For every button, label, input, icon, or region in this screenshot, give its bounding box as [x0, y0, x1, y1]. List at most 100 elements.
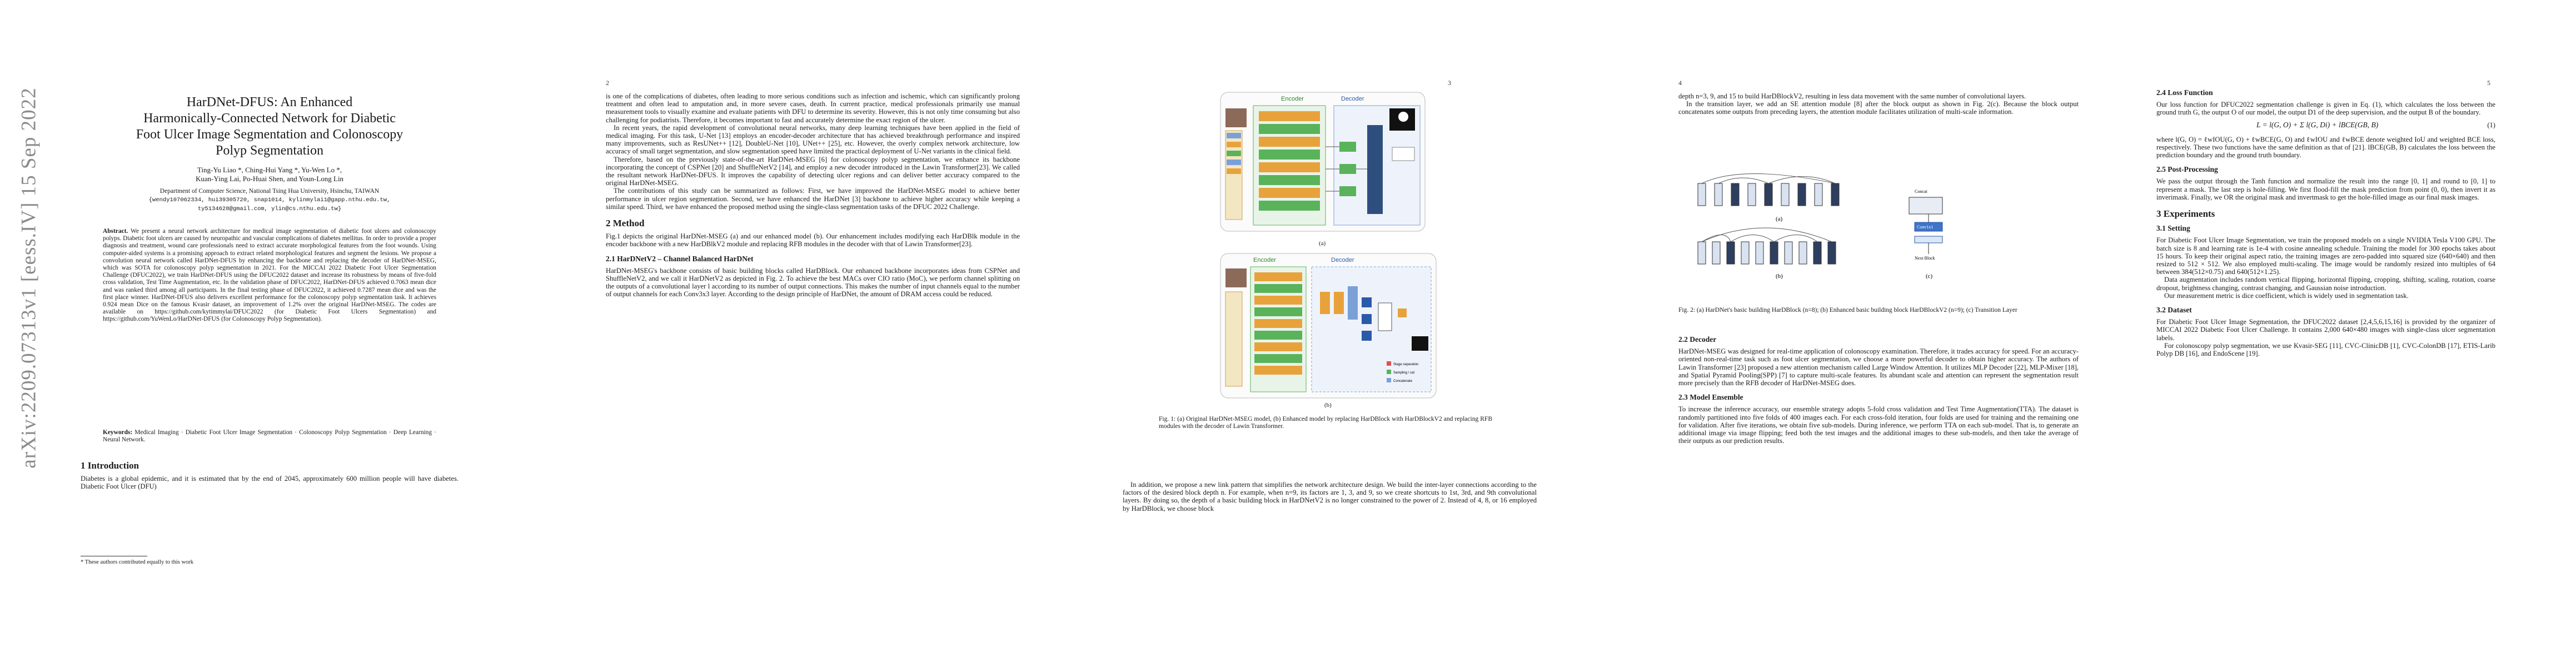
body-column: depth n=3, 9, and 15 to build HarDBlockV…: [1678, 92, 2079, 116]
subsection-heading: 2.5 Post-Processing: [2156, 165, 2218, 174]
abstract: Abstract. We present a neural network ar…: [103, 228, 436, 323]
encoder-stage: [1254, 331, 1302, 340]
paragraph: depth n=3, 9, and 15 to build HarDBlockV…: [1678, 92, 2026, 100]
title-line: Harmonically-Connected Network for Diabe…: [143, 111, 396, 126]
authors-line: Kuan-Ying Lai, Po-Huai Shen, and Youn-Lo…: [195, 175, 344, 183]
body-column: is one of the complications of diabetes,…: [606, 92, 1020, 298]
subsection-heading: 2.2 Decoder: [1678, 335, 1717, 344]
layer: [1227, 168, 1241, 174]
page-number: 2: [606, 79, 609, 87]
subsection-heading: 2.1 HarDNetV2 – Channel Balanced HarDNet: [606, 254, 754, 263]
layer: [1227, 142, 1241, 147]
body-column: 2.4 Loss Function Our loss function for …: [2156, 88, 2495, 358]
transition-layer-diagram: Concat Conv1x1 Next Block: [1909, 189, 1943, 261]
figure-2-caption: Fig. 2: (a) HarDNet's basic building Har…: [1678, 307, 2017, 313]
lawin-block: [1362, 314, 1372, 324]
paragraph: Our loss function for DFUC2022 segmentat…: [2156, 101, 2495, 117]
aggregation-block: [1367, 125, 1383, 214]
paragraph: Fig.1 depicts the original HarDNet-MSEG …: [606, 232, 1020, 248]
paragraph: In the transition layer, we add an SE at…: [1678, 100, 2079, 116]
equation-number: (1): [2487, 121, 2495, 129]
encoder-stage: [1259, 188, 1320, 198]
emails: ty5134628@gmail.com, ylin@cs.nthu.edu.tw…: [197, 206, 342, 212]
rfb-block: [1339, 186, 1356, 196]
encoder-label: Encoder: [1281, 96, 1304, 102]
figure-1a: Encoder Decoder: [1220, 92, 1426, 232]
arxiv-stamp: arXiv:2209.07313v1 [eess.IV] 15 Sep 2022: [12, 78, 46, 478]
encoder-stage: [1254, 284, 1302, 293]
encoder-stage: [1254, 307, 1302, 316]
page-5: 5 2.4 Loss Function Our loss function fo…: [2148, 0, 2576, 667]
title-line: Foot Ulcer Image Segmentation and Colono…: [136, 127, 403, 142]
rfb-block: [1339, 142, 1356, 152]
paragraph: Diabetes is a global epidemic, and it is…: [81, 475, 459, 491]
paragraph: Our measurement metric is dice coefficie…: [2164, 291, 2409, 300]
fig2b-label: (b): [1776, 273, 1783, 280]
keywords: Keywords: Medical Imaging · Diabetic Foo…: [103, 429, 436, 444]
subsection-heading: 3.2 Dataset: [2156, 306, 2192, 315]
lawin-block: [1334, 292, 1344, 314]
paragraph: where l(G, O) = ℓwIOU(G, O) + ℓwBCE(G, O…: [2156, 135, 2495, 160]
encoder-stage: [1259, 111, 1320, 121]
fig2a-label: (a): [1776, 216, 1783, 222]
section-heading: 2 Method: [606, 218, 645, 229]
subsection-heading: 2.3 Model Ensemble: [1678, 393, 1743, 402]
encoder-label: Encoder: [1253, 257, 1276, 263]
mask-blob: [1398, 112, 1408, 122]
next-block-label: Next Block: [1915, 256, 1935, 261]
footnote: * These authors contributed equally to t…: [81, 559, 194, 565]
encoder-stage: [1259, 137, 1320, 147]
title-line: Polyp Segmentation: [216, 143, 323, 158]
output-mask: [1412, 336, 1428, 351]
subsection-heading: 3.1 Setting: [2156, 224, 2190, 233]
paragraph: HarDNet-MSEG was designed for real-time …: [1678, 347, 2079, 387]
paragraph: Therefore, based on the previously state…: [606, 155, 1020, 187]
authors-line: Ting-Yu Liao *, Ching-Hui Yang *, Yu-Wen…: [197, 166, 342, 174]
paragraph: For Diabetic Foot Ulcer Image Segmentati…: [2156, 318, 2495, 342]
legend-swatch: [1387, 370, 1391, 374]
concat-label: Concat: [1915, 189, 1927, 194]
figure-1-caption: Fig. 1: (a) Original HarDNet-MSEG model,…: [1159, 416, 1492, 430]
paragraph: To increase the inference accuracy, our …: [1678, 405, 2079, 445]
decoder-region: [1311, 266, 1432, 392]
figure-2: (a) (b) Concat Conv1x1 Next Bl: [1697, 173, 1943, 280]
layer: [1227, 151, 1241, 156]
page-1: HarDNet-DFUS: An Enhanced Harmonically-C…: [81, 0, 575, 667]
emails: {wendy107062334, hui39305720, snap1014, …: [148, 197, 391, 203]
lawin-block: [1348, 286, 1358, 320]
arxiv-stamp-text: arXiv:2209.07313v1 [eess.IV] 15 Sep 2022: [17, 87, 41, 469]
paragraph: The contributions of this study can be s…: [606, 187, 1020, 211]
paragraph: Data augmentation includes random vertic…: [2156, 276, 2495, 292]
paragraph: For colonoscopy polyp segmentation, we u…: [2156, 341, 2495, 358]
encoder-stage: [1259, 124, 1320, 134]
legend-item: Concatenate: [1393, 380, 1413, 383]
layer: [1227, 160, 1241, 165]
intro-section: 1 Introduction Diabetes is a global epid…: [81, 453, 459, 491]
body-column-2: 2.2 Decoder HarDNet-MSEG was designed fo…: [1678, 329, 2079, 445]
lawin-block: [1362, 331, 1372, 341]
subsection-heading: 2.4 Loss Function: [2156, 88, 2213, 97]
hardblockv2-diagram: [1697, 227, 1836, 265]
page-3: 3 Encoder Decoder (a): [1114, 0, 1609, 667]
section-heading: 1 Introduction: [81, 460, 139, 471]
page-4: 4 depth n=3, 9, and 15 to build HarDBloc…: [1631, 0, 2126, 667]
upsample-block: [1392, 147, 1415, 161]
encoder-stage: [1254, 342, 1302, 351]
decoder-label: Decoder: [1341, 96, 1364, 102]
figure-1a-label: (a): [1319, 240, 1326, 247]
conv-label: Conv1x1: [1917, 225, 1933, 230]
keywords-text: Medical Imaging · Diabetic Foot Ulcer Im…: [103, 429, 436, 444]
input-image: [1225, 268, 1247, 287]
legend-item: Stage separation: [1393, 363, 1418, 366]
abstract-text: We present a neural network architecture…: [103, 228, 436, 323]
encoder-stage: [1254, 354, 1302, 363]
output-block: [1398, 308, 1407, 317]
rfb-block: [1339, 164, 1356, 174]
layer: [1227, 133, 1241, 138]
equation-block: L = l(G, O) + Σ l(G, Di) + lBCE(GB, B) (…: [2156, 117, 2495, 136]
legend-item: Sampling / cat: [1393, 371, 1414, 375]
body-column: In addition, we propose a new link patte…: [1123, 481, 1537, 512]
loss-equation: L = l(G, O) + Σ l(G, Di) + lBCE(GB, B): [2256, 120, 2379, 129]
paragraph: In recent years, the rapid development o…: [606, 123, 1020, 156]
encoder-stage: [1254, 319, 1302, 328]
